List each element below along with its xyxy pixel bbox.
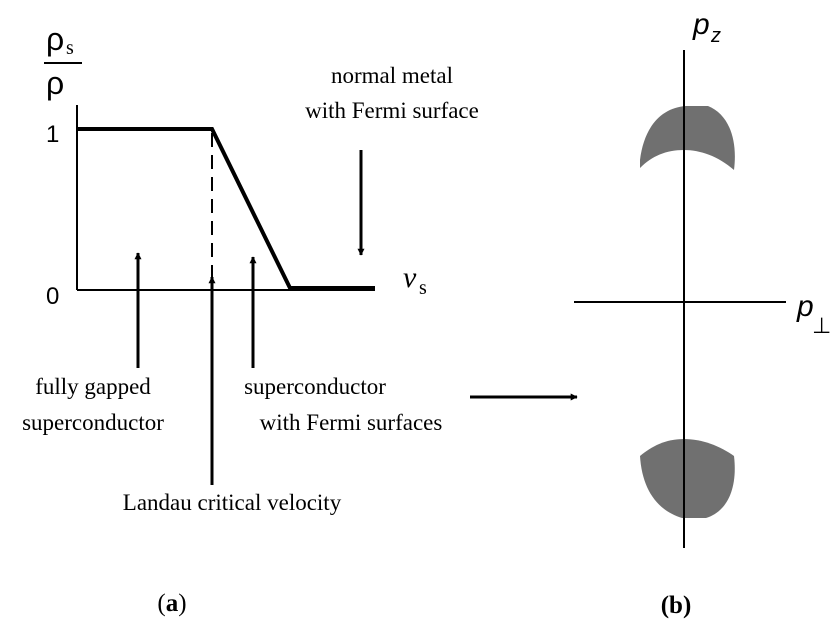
fermi-pocket-lower <box>640 439 735 518</box>
annot-normal-metal-line2: with Fermi surface <box>305 98 479 123</box>
caption-a: (a) <box>157 590 186 617</box>
x-label-sub: s <box>419 277 427 299</box>
pperp-label: p <box>796 290 814 323</box>
annot-sc-fermi-line1: superconductor <box>244 374 386 399</box>
tick-label-0: 0 <box>46 283 59 310</box>
fermi-pocket-upper <box>640 106 735 170</box>
annot-fully-gapped-line1: fully gapped <box>35 374 151 399</box>
x-label: v <box>403 261 417 294</box>
annot-landau: Landau critical velocity <box>123 490 342 515</box>
annot-fully-gapped-line2: superconductor <box>22 410 164 435</box>
panel-b: p z p ⊥ (b) <box>574 8 831 619</box>
pperp-label-sub: ⊥ <box>812 313 831 338</box>
y-label-denominator: ρ <box>46 65 64 101</box>
caption-b: (b) <box>661 592 692 619</box>
caption-a-close: ) <box>178 590 186 617</box>
density-curve <box>77 127 375 290</box>
annot-normal-metal-line1: normal metal <box>331 63 453 88</box>
tick-label-1: 1 <box>46 121 59 148</box>
y-label-numerator: ρ <box>46 21 64 57</box>
pz-label-sub: z <box>710 25 721 47</box>
panel-a: ρ s ρ 1 0 v s normal metal with Fermi su… <box>22 21 578 617</box>
pz-label: p <box>692 8 710 41</box>
annot-sc-fermi-line2: with Fermi surfaces <box>260 410 443 435</box>
caption-a-letter: a <box>166 590 179 617</box>
y-label-numerator-sub: s <box>66 37 74 59</box>
